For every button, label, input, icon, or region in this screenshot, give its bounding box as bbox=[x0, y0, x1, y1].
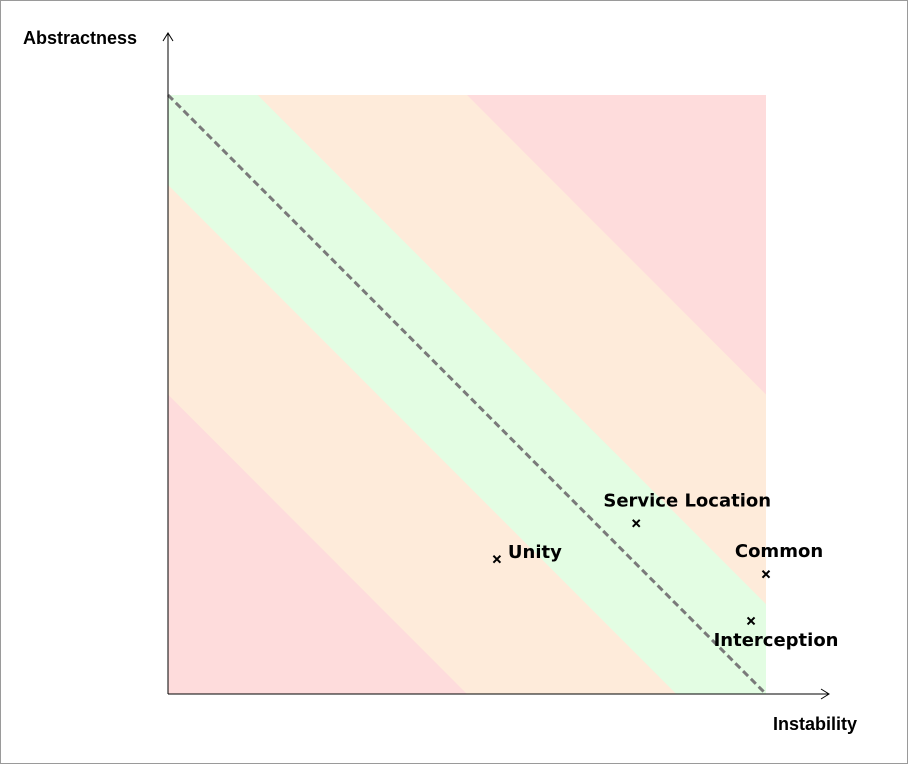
point-label: Common bbox=[735, 541, 823, 562]
y-axis-arrow bbox=[162, 32, 174, 42]
axes bbox=[162, 32, 830, 700]
main-sequence-line bbox=[166, 93, 768, 696]
point-marker bbox=[632, 519, 641, 528]
x-axis-title: Instability bbox=[773, 714, 857, 734]
point-service-location: Service Location bbox=[603, 490, 771, 528]
main-sequence-layer bbox=[166, 93, 768, 696]
point-marker bbox=[492, 555, 502, 564]
point-unity: Unity bbox=[492, 542, 562, 564]
y-axis-title: Abstractness bbox=[23, 28, 137, 48]
point-label: Unity bbox=[508, 542, 562, 563]
x-axis-arrow bbox=[820, 688, 830, 700]
point-interception: Interception bbox=[714, 616, 839, 651]
point-common: Common bbox=[735, 541, 823, 579]
point-marker bbox=[746, 616, 756, 626]
point-label: Interception bbox=[714, 630, 839, 651]
point-label: Service Location bbox=[603, 490, 771, 511]
point-marker bbox=[761, 569, 771, 579]
